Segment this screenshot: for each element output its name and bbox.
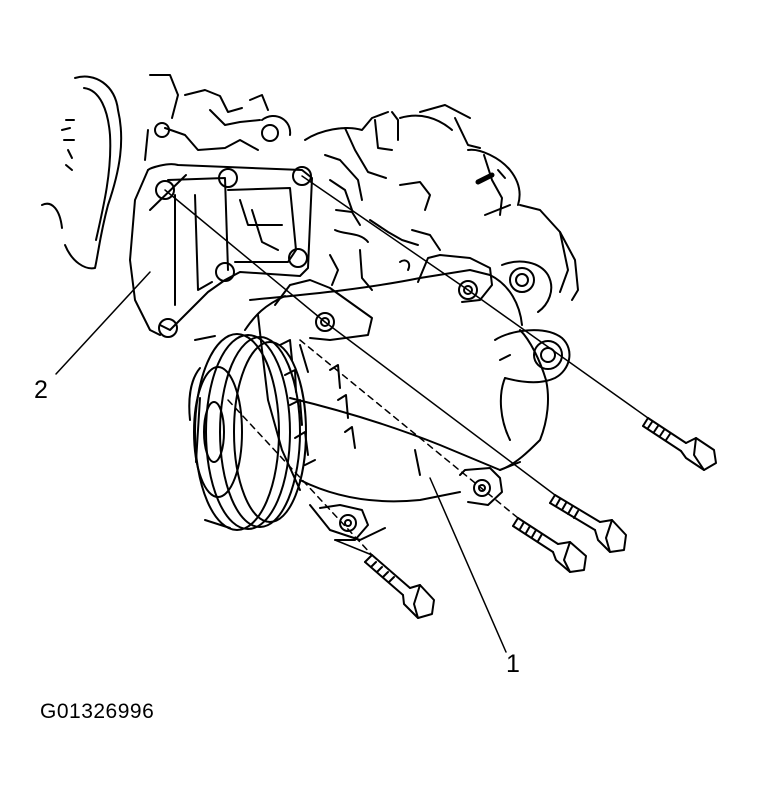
mounting-bracket: [130, 164, 312, 337]
clutch-pulley: [189, 334, 306, 530]
bolt-upper-right: [643, 418, 716, 470]
figure-code: G01326996: [40, 700, 155, 723]
leader-lines: [56, 272, 506, 652]
callout-label-2: 2: [34, 376, 48, 404]
leader-line-1: [430, 478, 506, 652]
bolt-middle-left: [513, 518, 586, 572]
bolt-lower-left: [365, 555, 434, 618]
callout-label-1: 1: [506, 650, 520, 678]
leader-line-2: [56, 272, 150, 374]
ac-compressor: [245, 255, 569, 540]
alignment-lines: [165, 176, 648, 555]
bolt-middle-right: [550, 495, 626, 552]
engine-block: [42, 75, 578, 300]
